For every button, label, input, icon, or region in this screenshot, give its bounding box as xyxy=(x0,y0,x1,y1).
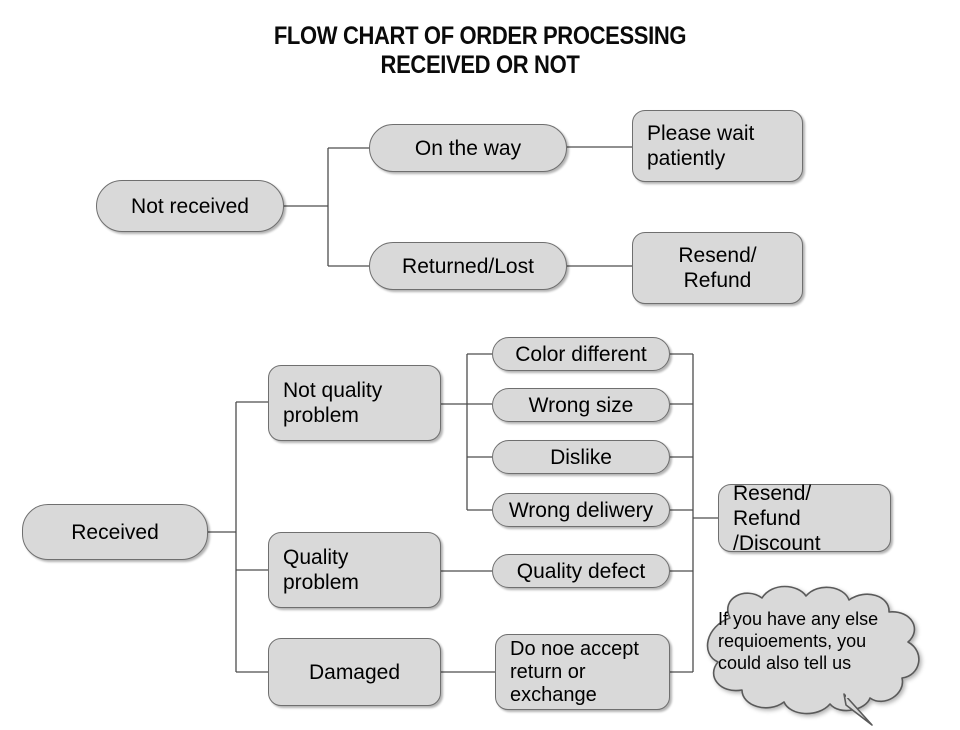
node-label: Not received xyxy=(131,194,249,218)
node-wrong-deliwery[interactable]: Wrong deliwery xyxy=(492,493,670,527)
node-label: Wrong size xyxy=(528,393,634,417)
node-received[interactable]: Received xyxy=(22,504,208,560)
node-label: On the way xyxy=(414,136,522,160)
node-not-quality-problem[interactable]: Not quality problem xyxy=(268,365,441,441)
node-damaged[interactable]: Damaged xyxy=(268,638,441,706)
node-do-not-accept-return-or-exchange[interactable]: Do noe accept return or exchange xyxy=(495,634,670,710)
node-label: Dislike xyxy=(550,445,612,469)
node-not-received[interactable]: Not received xyxy=(96,180,284,232)
node-label: Wrong deliwery xyxy=(508,498,654,522)
node-label: Please wait patiently xyxy=(647,122,755,170)
node-label: Quality problem xyxy=(283,546,359,594)
node-returned-lost[interactable]: Returned/Lost xyxy=(369,242,567,290)
chart-title: FLOW CHART OF ORDER PROCESSING RECEIVED … xyxy=(273,22,687,79)
cloud-shape xyxy=(706,585,920,715)
node-resend-refund-discount[interactable]: Resend/ Refund /Discount xyxy=(718,482,891,555)
node-dislike[interactable]: Dislike xyxy=(492,440,670,474)
node-label: Received xyxy=(71,520,159,544)
node-label: Do noe accept return or exchange xyxy=(510,637,639,706)
node-please-wait-patiently[interactable]: Please wait patiently xyxy=(632,110,803,182)
node-label: Color different xyxy=(515,342,647,366)
cloud-callout-text: If you have any else requioements, you c… xyxy=(718,609,879,673)
node-label: Quality defect xyxy=(516,559,646,583)
node-label: Returned/Lost xyxy=(402,254,534,278)
node-color-different[interactable]: Color different xyxy=(492,337,670,371)
node-quality-problem[interactable]: Quality problem xyxy=(268,532,441,608)
node-label: Resend/ Refund /Discount xyxy=(733,481,821,555)
node-label: Not quality problem xyxy=(283,379,383,427)
node-label: Resend/ Refund xyxy=(678,244,757,292)
cloud-callout[interactable]: If you have any else requioements, you c… xyxy=(694,584,934,726)
node-wrong-size[interactable]: Wrong size xyxy=(492,388,670,422)
node-label: Damaged xyxy=(308,660,401,684)
cloud-tail xyxy=(843,693,873,726)
node-quality-defect[interactable]: Quality defect xyxy=(492,554,670,588)
node-on-the-way[interactable]: On the way xyxy=(369,124,567,172)
node-resend-refund[interactable]: Resend/ Refund xyxy=(632,232,803,304)
